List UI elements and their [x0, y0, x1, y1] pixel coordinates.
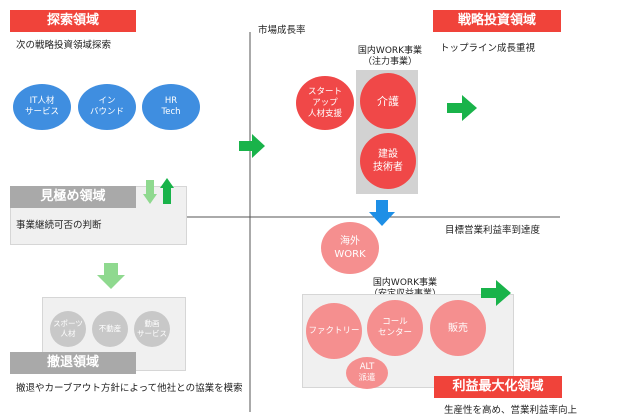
explore-desc: 次の戦略投資領域探索 — [16, 40, 112, 51]
evaluate-title: 見極め領域 — [10, 186, 136, 208]
explore-item-inbound: イン バウンド — [78, 84, 136, 130]
stable-item-factory: ファクトリー — [306, 303, 362, 359]
strategic-title: 戦略投資領域 — [433, 10, 561, 32]
withdraw-item-realestate: 不動産 — [92, 311, 128, 347]
arrow-right-strategic-icon — [447, 95, 477, 121]
profit-desc: 生産性を高め、営業利益率向上 — [444, 405, 578, 416]
focus-item-construction: 建設 技術者 — [360, 133, 416, 189]
arrow-right-explore-icon — [239, 134, 265, 158]
withdraw-title: 撤退領域 — [10, 352, 136, 374]
arrow-down-evaluate-icon — [143, 180, 157, 204]
arrow-right-profit-icon — [481, 280, 511, 306]
withdraw-item-video: 動画 サービス — [134, 311, 170, 347]
startup-item: スタート アップ 人材支援 — [296, 76, 354, 130]
withdraw-item-sports: スポーツ 人材 — [50, 311, 86, 347]
arrow-down-focus-icon — [369, 200, 395, 226]
y-axis-label: 市場成長率 — [258, 25, 306, 36]
evaluate-desc: 事業継続可否の判断 — [16, 220, 102, 231]
arrow-up-evaluate-icon — [160, 178, 174, 204]
explore-item-it: IT人材 サービス — [13, 84, 71, 130]
arrow-down-withdraw-icon — [97, 263, 125, 289]
stable-item-alt: ALT 派遣 — [346, 357, 388, 389]
focus-item-care: 介護 — [360, 73, 416, 129]
withdraw-desc: 撤退やカーブアウト方針によって他社との協業を模索 — [16, 383, 243, 394]
explore-item-hrtech: HR Tech — [142, 84, 200, 130]
stable-item-sales: 販売 — [430, 300, 486, 356]
x-axis-label: 目標営業利益率到達度 — [445, 225, 541, 236]
focus-group-title: 国内WORK事業 （注力事業） — [357, 46, 423, 67]
stable-item-callcenter: コール センター — [367, 300, 423, 356]
overseas-item: 海外 WORK — [321, 222, 379, 274]
strategic-desc: トップライン成長重視 — [440, 43, 536, 54]
explore-title: 探索領域 — [10, 10, 136, 32]
profit-title: 利益最大化領域 — [434, 376, 562, 398]
